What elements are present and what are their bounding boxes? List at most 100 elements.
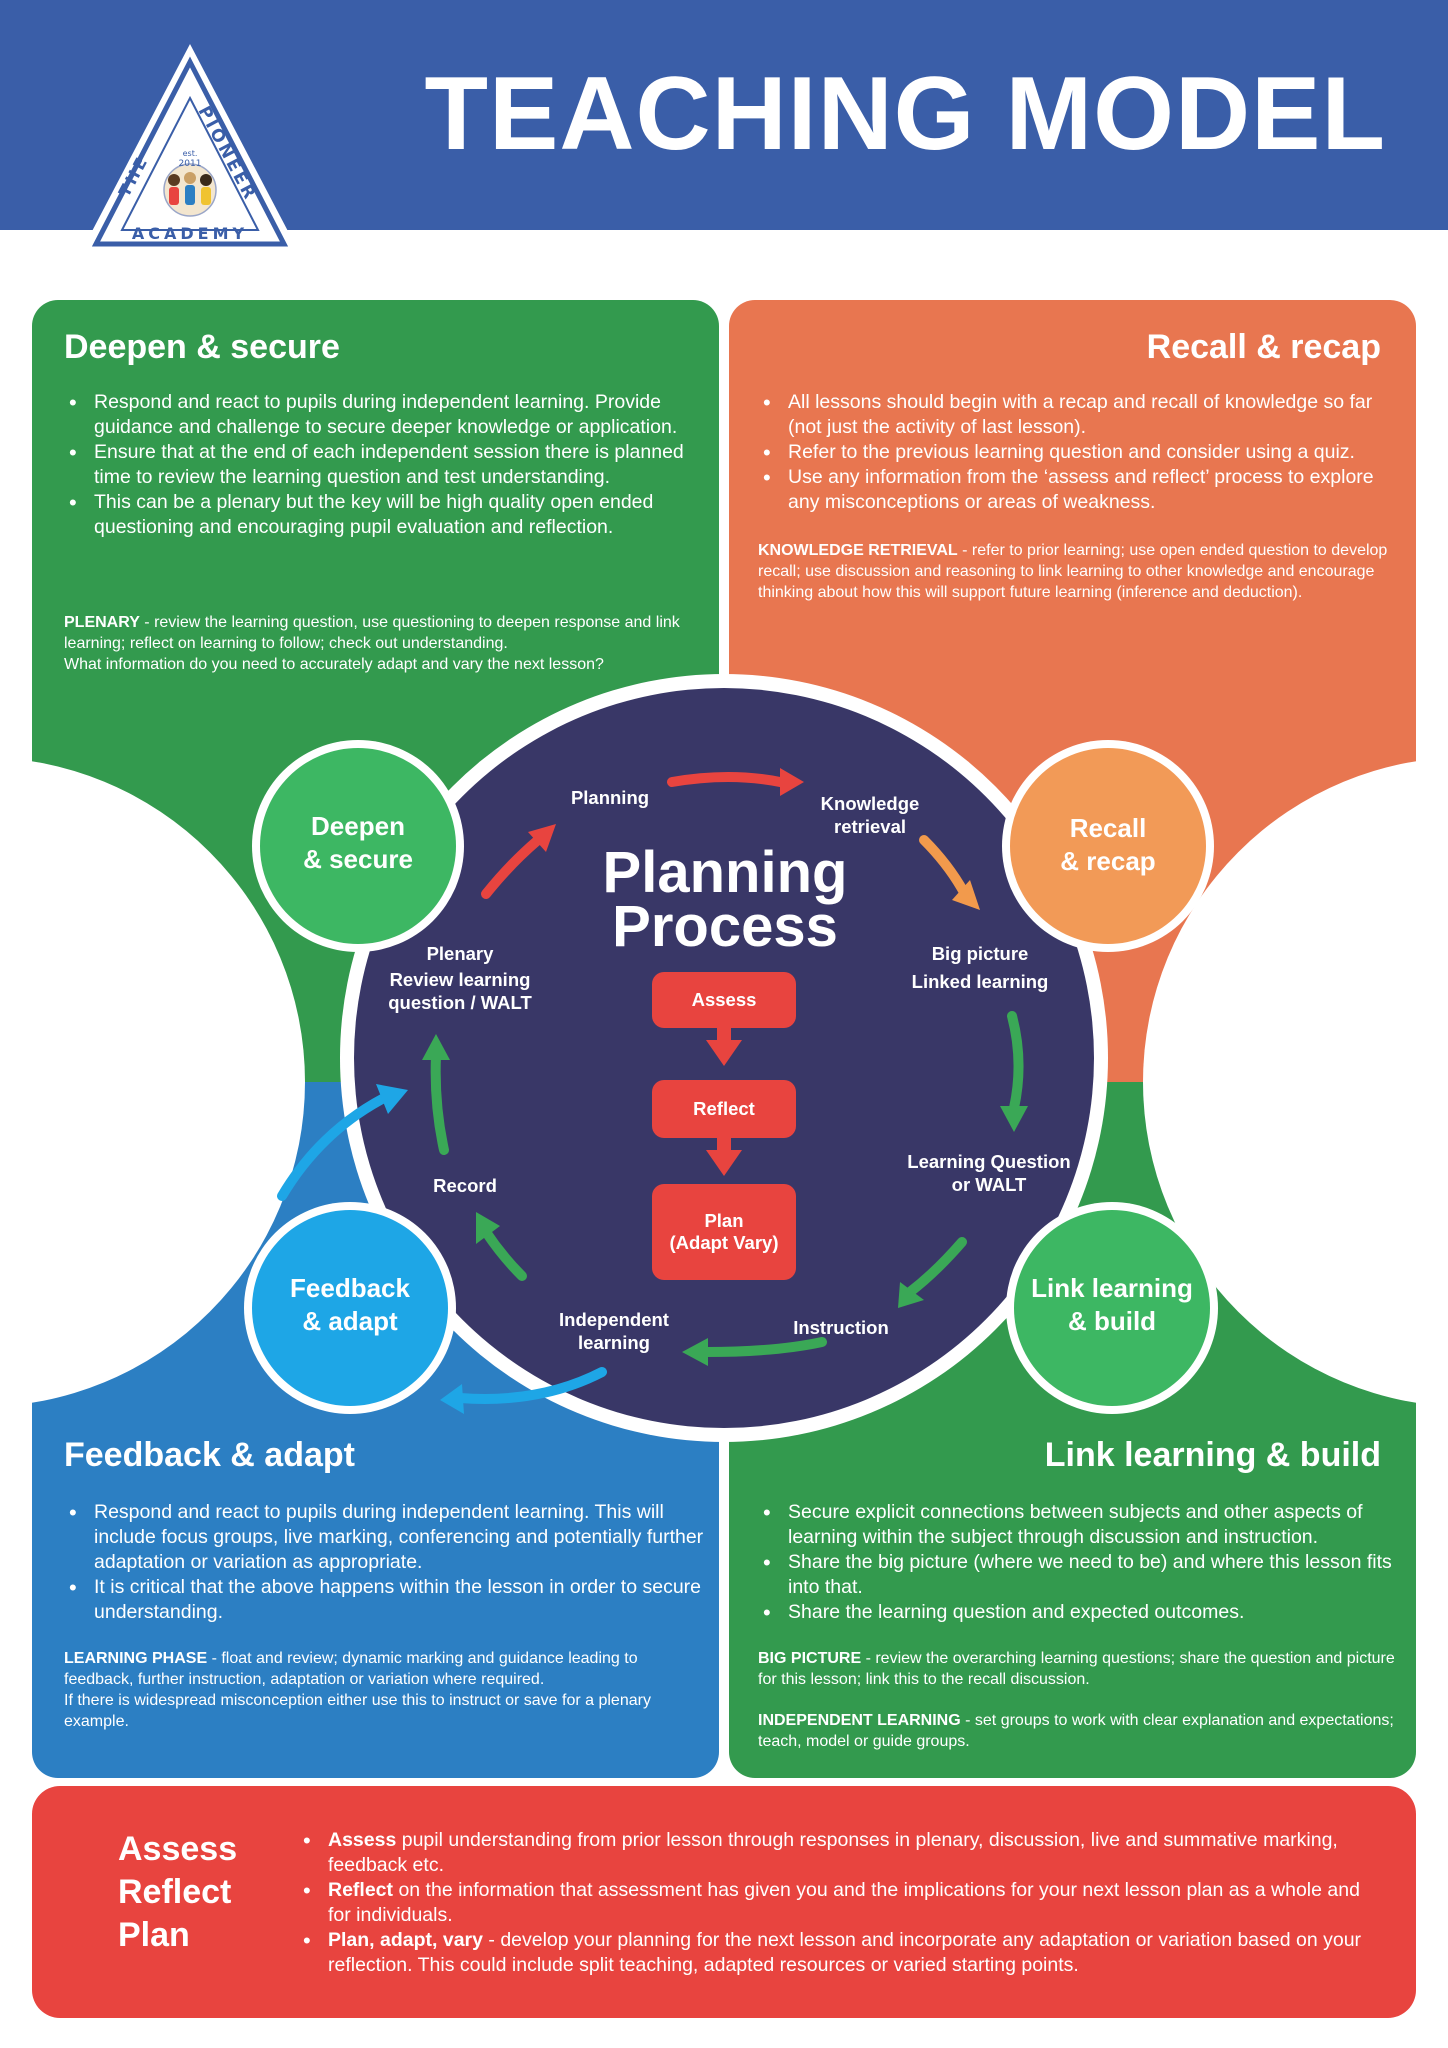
circle-feedback-label: Feedback & adapt [262,1272,438,1338]
panel-link-bullet: Share the learning question and expected… [758,1600,1398,1625]
step-line: retrieval [834,816,906,837]
note-text-2: If there is widespread misconception eit… [64,1692,651,1730]
note-text: - refer to prior learning; use open ende… [758,542,1388,601]
panel-recall-title: Recall & recap [1146,328,1381,366]
panel-feedback-note: LEARNING PHASE - float and review; dynam… [64,1648,704,1732]
arp-item-label: Plan, adapt, vary [328,1929,483,1951]
panel-deepen-title: Deepen & secure [64,328,340,366]
step-record: Record [433,1175,497,1196]
circle-deepen [260,748,456,944]
note-text: - review the overarching learning questi… [758,1650,1395,1688]
circle-line: Feedback [290,1273,410,1303]
panel-deepen-bullet: This can be a plenary but the key will b… [64,490,704,540]
planning-title-line: Planning [602,840,848,905]
step-line: Independent [559,1309,669,1330]
circle-deepen-label: Deepen & secure [278,810,438,876]
step-line: Learning Question [907,1151,1071,1172]
circle-line: & secure [303,844,413,874]
arp-item: Reflect on the information that assessme… [298,1878,1388,1928]
panel-deepen-note: PLENARY - review the learning question, … [64,612,704,675]
panel-link-note-independent: INDEPENDENT LEARNING - set groups to wor… [758,1710,1398,1752]
box-assess: Assess [652,972,796,1028]
logo-year: 2011 [179,159,202,169]
arp-title-line: Plan [118,1916,190,1954]
step-independent-learning: Independent learning [552,1308,676,1354]
arp-item: Assess pupil understanding from prior le… [298,1828,1388,1878]
panel-link-bullets: Secure explicit connections between subj… [758,1500,1398,1625]
note-label-independent-learning: INDEPENDENT LEARNING [758,1712,961,1729]
panel-feedback-bullet: Respond and react to pupils during indep… [64,1500,704,1575]
circle-feedback [252,1210,448,1406]
scallop-right [1143,757,1448,1407]
step-line: Review learning [389,969,531,990]
note-text-2: What information do you need to accurate… [64,656,604,673]
panel-deepen-bullets: Respond and react to pupils during indep… [64,390,704,540]
circle-link-label: Link learning & build [1020,1272,1204,1338]
step-big-picture: Big picture Linked learning [900,940,1060,996]
step-line: learning [578,1332,650,1353]
planning-process-title: Planning Process [580,840,870,959]
arp-list: Assess pupil understanding from prior le… [298,1828,1388,1978]
panel-feedback-bullet: It is critical that the above happens wi… [64,1575,704,1625]
panel-link-bullet: Secure explicit connections between subj… [758,1500,1398,1550]
arp-title-line: Reflect [118,1873,232,1911]
scallop-left [0,757,305,1407]
arp-item-text: - develop your planning for the next les… [328,1929,1362,1976]
circle-line: Recall [1069,813,1147,843]
arp-title: Assess Reflect Plan [118,1828,237,1957]
panel-recall-bullet: Use any information from the ‘assess and… [758,465,1398,515]
arp-item-label: Assess [328,1829,397,1851]
panel-feedback-title: Feedback & adapt [64,1436,355,1474]
circle-line: Deepen [311,811,405,841]
note-label-knowledge-retrieval: KNOWLEDGE RETRIEVAL [758,542,958,559]
note-text: - review the learning question, use ques… [64,614,680,652]
step-line: Linked learning [911,971,1049,992]
panel-link-note-big-picture: BIG PICTURE - review the overarching lea… [758,1648,1398,1690]
box-plan-line: Plan [704,1210,744,1231]
panel-recall-bullet: All lessons should begin with a recap an… [758,390,1398,440]
arp-item: Plan, adapt, vary - develop your plannin… [298,1928,1388,1978]
circle-link [1014,1210,1210,1406]
page-title: TEACHING MODEL [424,56,1386,172]
step-line: question / WALT [388,992,532,1013]
panel-recall-note: KNOWLEDGE RETRIEVAL - refer to prior lea… [758,540,1398,603]
circle-recall [1010,748,1206,944]
circle-line: Link learning [1031,1273,1193,1303]
step-line: Plenary [426,943,494,964]
note-label-big-picture: BIG PICTURE [758,1650,862,1667]
circle-line: & build [1067,1306,1157,1336]
step-line: or WALT [951,1174,1027,1195]
panel-link-bullet: Share the big picture (where we need to … [758,1550,1398,1600]
note-text: - set groups to work with clear explanat… [758,1712,1394,1750]
planning-title-line: Process [612,894,838,959]
step-plenary: Plenary Review learning question / WALT [380,940,540,1014]
logo-word-academy: ACADEMY [132,224,248,243]
arp-title-line: Assess [118,1830,238,1868]
step-learning-question: Learning Question or WALT [900,1150,1078,1196]
step-planning: Planning [570,787,650,808]
box-plan: Plan (Adapt Vary) [652,1184,796,1280]
panel-deepen-bullet: Respond and react to pupils during indep… [64,390,704,440]
panel-deepen-bullet: Ensure that at the end of each independe… [64,440,704,490]
step-instruction: Instruction [793,1317,889,1338]
panel-feedback-bullets: Respond and react to pupils during indep… [64,1500,704,1625]
arp-item-text: on the information that assessment has g… [328,1879,1360,1926]
note-text: - float and review; dynamic marking and … [64,1650,638,1688]
box-reflect: Reflect [652,1080,796,1138]
circle-line: & recap [1060,846,1156,876]
arp-item-label: Reflect [328,1879,394,1901]
step-line: Knowledge [820,793,920,814]
panel-link-title: Link learning & build [1044,1436,1381,1474]
panel-recall-bullets: All lessons should begin with a recap an… [758,390,1398,515]
note-label-learning-phase: LEARNING PHASE [64,1650,208,1667]
logo-est: est. [183,149,198,158]
academy-logo: est. 2011 THE PIONEER ACADEMY [78,44,302,258]
panel-recall-bullet: Refer to the previous learning question … [758,440,1398,465]
step-knowledge-retrieval: Knowledge retrieval [800,792,940,838]
note-label-plenary: PLENARY [64,614,140,631]
step-line: Big picture [931,943,1029,964]
arp-item-text: pupil understanding from prior lesson th… [328,1829,1338,1876]
circle-recall-label: Recall & recap [1028,812,1188,878]
box-plan-line: (Adapt Vary) [669,1232,779,1253]
